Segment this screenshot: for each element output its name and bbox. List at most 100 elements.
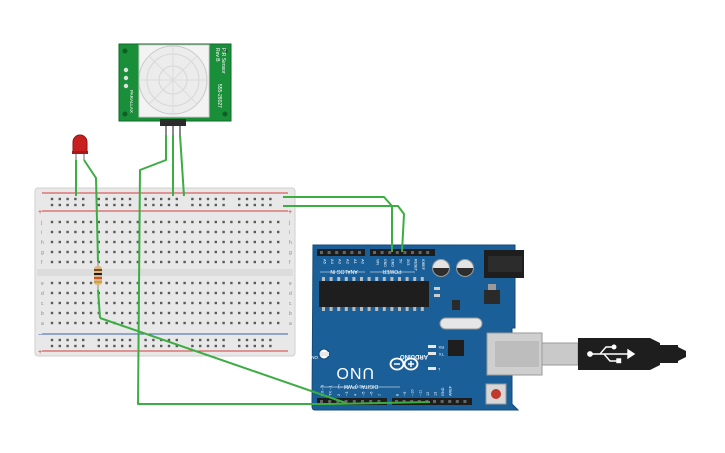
breadboard-hole — [199, 344, 202, 348]
breadboard-hole — [97, 203, 100, 207]
breadboard-hole — [167, 260, 171, 264]
breadboard-hole — [82, 281, 85, 285]
breadboard-row-label: d — [289, 291, 292, 297]
breadboard-hole — [152, 301, 155, 305]
breadboard-hole — [121, 338, 124, 342]
on-led-label: ON — [311, 355, 318, 360]
breadboard-hole — [269, 301, 272, 305]
rx-led-label: RX — [438, 345, 444, 350]
breadboard-hole — [160, 260, 163, 264]
wire-rail-gnd — [283, 205, 405, 253]
breadboard-hole — [144, 240, 147, 244]
usb-cable — [541, 338, 686, 370]
breadboard-hole — [269, 230, 272, 234]
power-pin-label: IOREF — [421, 259, 425, 271]
breadboard-hole — [121, 220, 124, 224]
breadboard-hole — [245, 281, 249, 285]
breadboard-hole — [183, 301, 186, 305]
breadboard-hole — [74, 281, 77, 285]
breadboard-hole — [230, 260, 233, 264]
pir-part-number: 555-28027 — [216, 84, 222, 108]
breadboard-hole — [58, 344, 61, 348]
pir-sensor: PIR Sensor Rev B 555-28027 PARALLAX — [118, 43, 232, 135]
digital-pin-label: 2 — [337, 394, 341, 396]
breadboard-hole — [214, 250, 217, 254]
breadboard-hole — [82, 220, 85, 224]
digital-pin-label: AREF — [449, 385, 453, 396]
breadboard-hole — [66, 260, 69, 264]
breadboard-hole — [50, 240, 54, 244]
breadboard-hole — [113, 250, 116, 254]
breadboard-hole — [160, 230, 163, 234]
breadboard-hole — [238, 311, 241, 315]
breadboard-hole — [89, 281, 93, 285]
pir-label-top: PIR Sensor — [220, 48, 226, 74]
breadboard-row-label: d — [41, 291, 44, 297]
breadboard-hole — [50, 260, 54, 264]
breadboard-hole — [245, 230, 249, 234]
analog-pin-label: A3 — [338, 259, 343, 265]
breadboard-hole — [89, 240, 93, 244]
digital-pin-label: RX←0 — [321, 385, 325, 396]
breadboard-hole — [74, 301, 77, 305]
breadboard-hole — [160, 344, 163, 348]
breadboard-hole — [58, 250, 61, 254]
breadboard-hole — [128, 321, 132, 325]
breadboard-hole — [121, 311, 124, 315]
breadboard-hole — [245, 220, 249, 224]
wire-led-pin-b — [97, 289, 101, 319]
breadboard-hole — [238, 240, 241, 244]
breadboard-hole — [222, 291, 225, 295]
breadboard-hole — [97, 344, 100, 348]
resistor — [94, 260, 102, 290]
breadboard-hole — [191, 260, 194, 264]
breadboard-hole — [277, 291, 280, 295]
arduino-logo-icon — [389, 357, 419, 371]
breadboard-hole — [269, 321, 272, 325]
breadboard-hole — [253, 240, 256, 244]
breadboard-hole — [58, 203, 61, 207]
breadboard-hole — [144, 230, 147, 234]
breadboard-hole — [97, 250, 100, 254]
breadboard-hole — [74, 291, 77, 295]
digital-pin-label: ~5 — [362, 392, 366, 396]
breadboard-hole — [152, 344, 155, 348]
breadboard-hole — [230, 301, 233, 305]
breadboard-hole — [167, 301, 171, 305]
breadboard-hole — [253, 301, 256, 305]
breadboard-hole — [50, 321, 54, 325]
breadboard-hole — [66, 197, 69, 201]
breadboard-hole — [136, 291, 139, 295]
breadboard-hole — [167, 311, 171, 315]
breadboard-hole — [74, 230, 77, 234]
breadboard-hole — [97, 220, 100, 224]
breadboard-hole — [58, 311, 61, 315]
breadboard-hole — [206, 311, 210, 315]
breadboard-hole — [160, 291, 163, 295]
breadboard-hole — [144, 197, 147, 201]
breadboard-hole — [175, 301, 178, 305]
breadboard-hole — [269, 240, 272, 244]
breadboard-hole — [245, 203, 249, 207]
breadboard-hole — [89, 220, 93, 224]
breadboard-hole — [191, 281, 194, 285]
breadboard-hole — [175, 250, 178, 254]
breadboard-hole — [206, 344, 210, 348]
breadboard-hole — [74, 338, 77, 342]
breadboard-hole — [167, 220, 171, 224]
breadboard-hole — [261, 311, 264, 315]
breadboard-row-label: i — [41, 230, 42, 236]
digital-pin-label: 4 — [353, 394, 357, 396]
breadboard-hole — [175, 197, 178, 201]
breadboard-hole — [128, 250, 132, 254]
breadboard-hole — [230, 250, 233, 254]
breadboard-hole — [105, 344, 108, 348]
power-pin-label: RESET — [414, 259, 418, 272]
breadboard-hole — [245, 338, 249, 342]
breadboard-hole — [82, 197, 85, 201]
power-pin-label: 3V3 — [406, 259, 410, 265]
breadboard-hole — [206, 203, 210, 207]
breadboard-hole — [128, 338, 132, 342]
digital-pin-label: 8 — [396, 394, 400, 396]
